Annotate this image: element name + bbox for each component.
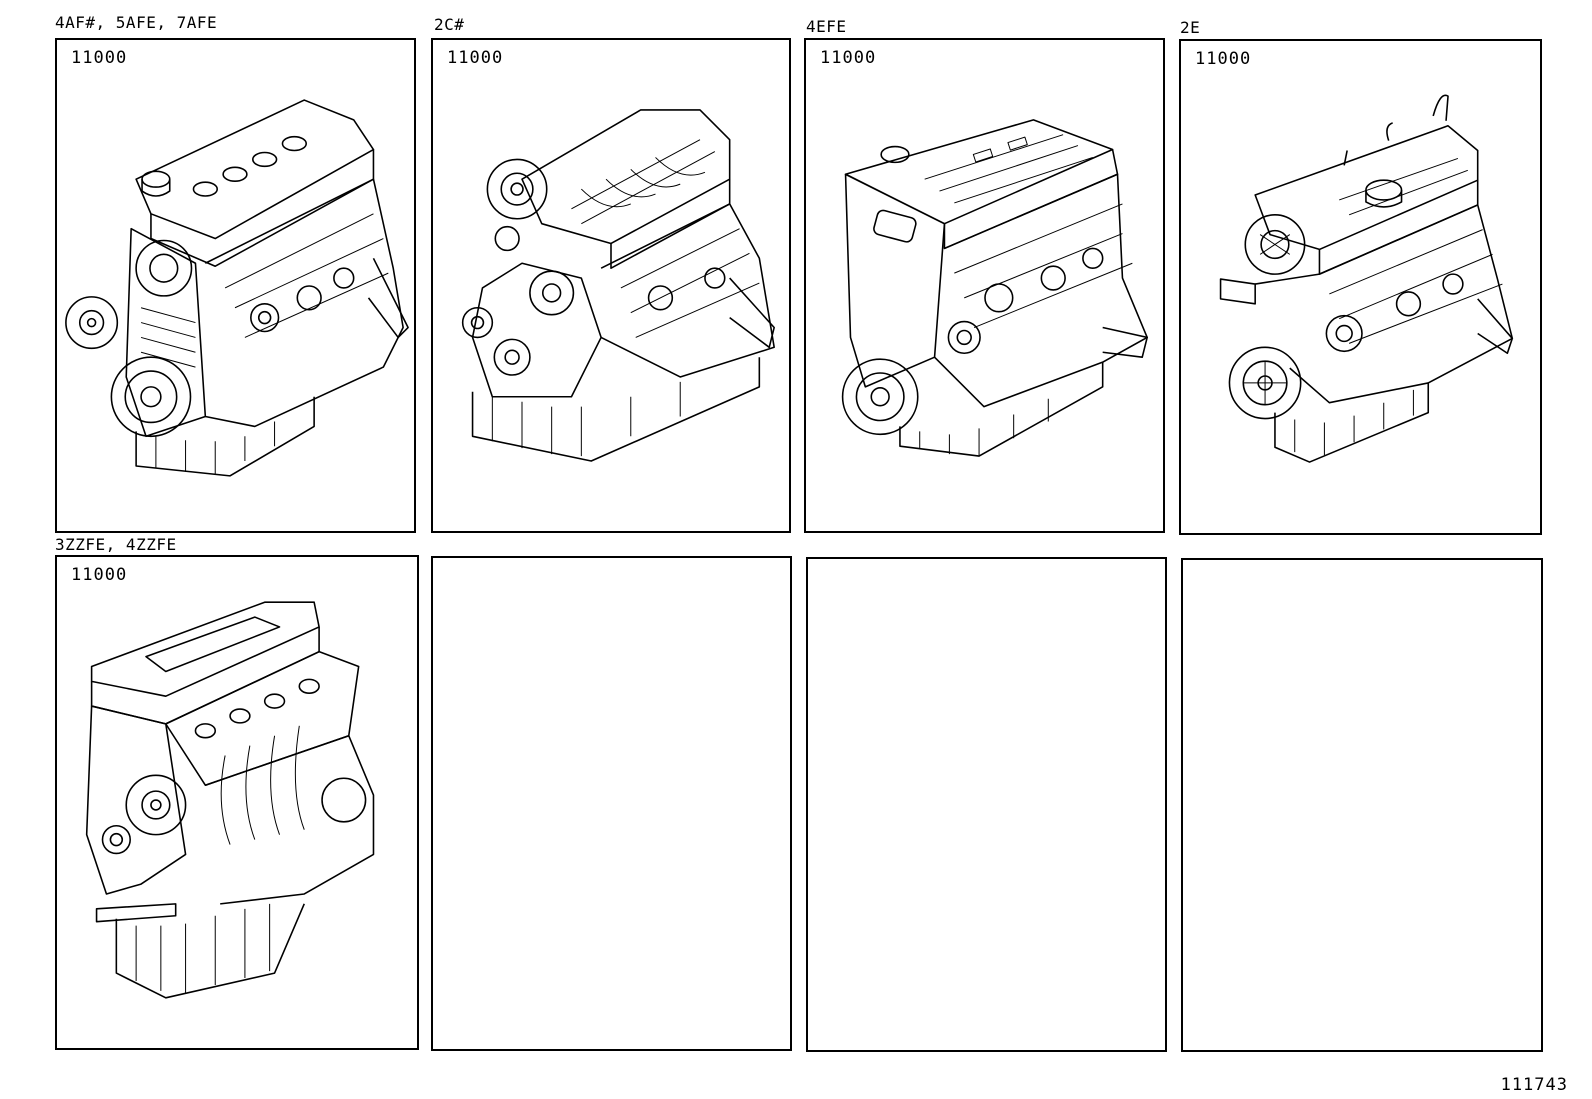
panel-label-2: 2C# (434, 15, 465, 34)
panel-label-5: 3ZZFE, 4ZZFE (55, 535, 177, 554)
panel-label-3: 4EFE (806, 17, 847, 36)
engine-panel-5[interactable]: 11000 (55, 555, 419, 1050)
engine-panel-6 (431, 556, 792, 1051)
engine-4efe-icon (841, 119, 1148, 457)
panel-label-1: 4AF#, 5AFE, 7AFE (55, 13, 218, 32)
engine-4af-icon (65, 99, 409, 477)
engine-panel-1[interactable]: 11000 (55, 38, 416, 533)
part-number-1: 11000 (71, 48, 128, 68)
part-number-2: 11000 (447, 48, 504, 68)
engine-3zzfe-icon (85, 601, 375, 999)
engine-panel-3[interactable]: 11000 (804, 38, 1165, 533)
panel-label-4: 2E (1180, 18, 1201, 37)
engine-panel-7 (806, 557, 1167, 1052)
engine-panel-2[interactable]: 11000 (431, 38, 791, 533)
part-number-5: 11000 (71, 565, 128, 585)
part-number-4: 11000 (1195, 49, 1252, 69)
engine-panel-4[interactable]: 11000 (1179, 39, 1542, 535)
illustration-number: 111743 (1500, 1075, 1568, 1095)
engine-2e-icon (1219, 94, 1514, 463)
engine-2c-icon (461, 109, 775, 462)
part-number-3: 11000 (820, 48, 877, 68)
engine-panel-8 (1181, 558, 1543, 1052)
